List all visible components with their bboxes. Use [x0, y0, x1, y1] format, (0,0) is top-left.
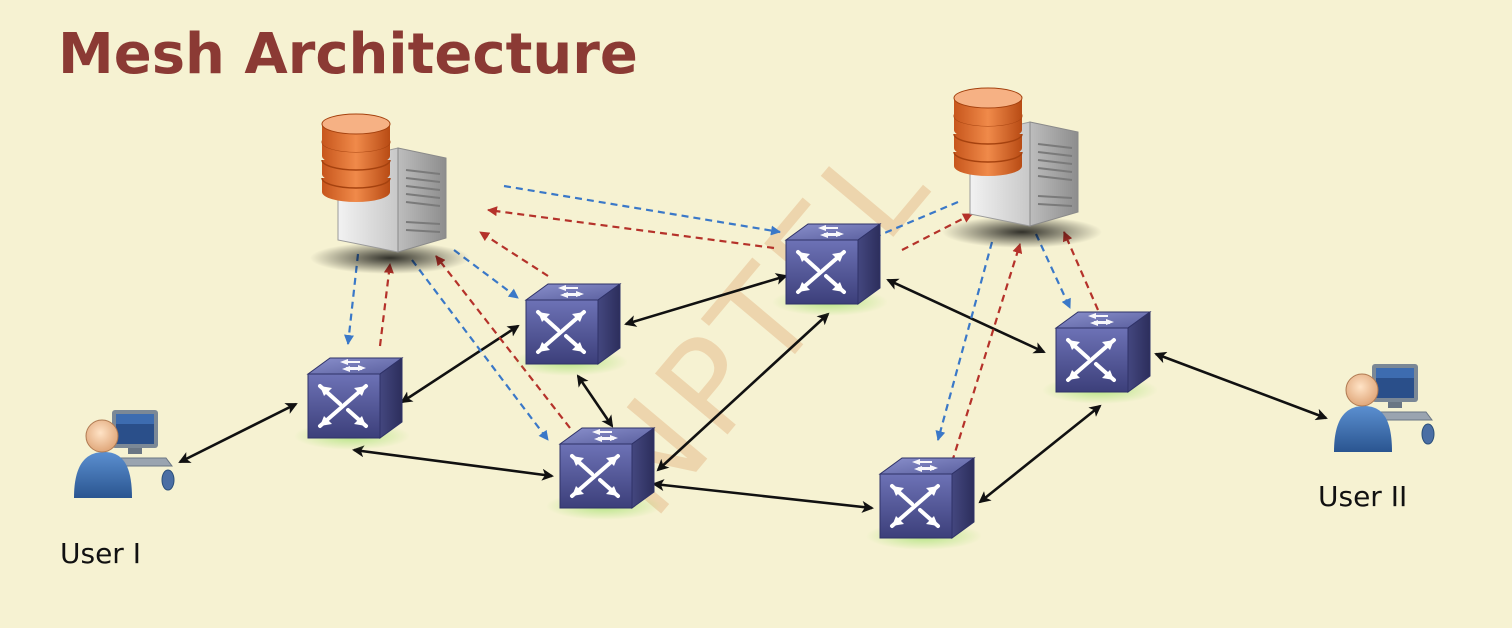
link-switch-e-switch-f	[978, 404, 1102, 504]
server-left-icon	[309, 113, 471, 275]
link-switch-f-user2	[1154, 351, 1328, 421]
solid-links	[178, 273, 1328, 513]
switch-d-icon	[770, 222, 890, 318]
link-switch-c-switch-d	[656, 312, 830, 472]
link-switch-b-switch-c	[576, 374, 614, 428]
switch-a-icon	[292, 356, 412, 452]
switch-b-icon	[510, 282, 630, 378]
switch-c-icon	[544, 426, 664, 522]
user-2-label: User II	[1318, 480, 1408, 513]
link-user1-switch-a	[178, 402, 298, 464]
server-right-icon	[941, 87, 1103, 249]
switch-f-icon	[1040, 310, 1160, 406]
link-switch-a-switch-c	[352, 445, 554, 481]
link-switch-b-switch-d	[624, 273, 788, 327]
user-1-icon	[73, 409, 175, 499]
user-2-icon	[1333, 363, 1435, 453]
switch-e-icon	[864, 456, 984, 552]
link-switch-a-switch-b	[400, 324, 520, 404]
page-title: Mesh Architecture	[58, 22, 638, 87]
link-switch-d-switch-f	[886, 278, 1046, 354]
dashed-red-links	[378, 206, 1100, 463]
user-1-label: User I	[60, 537, 141, 570]
link-switch-c-switch-e	[652, 479, 874, 513]
